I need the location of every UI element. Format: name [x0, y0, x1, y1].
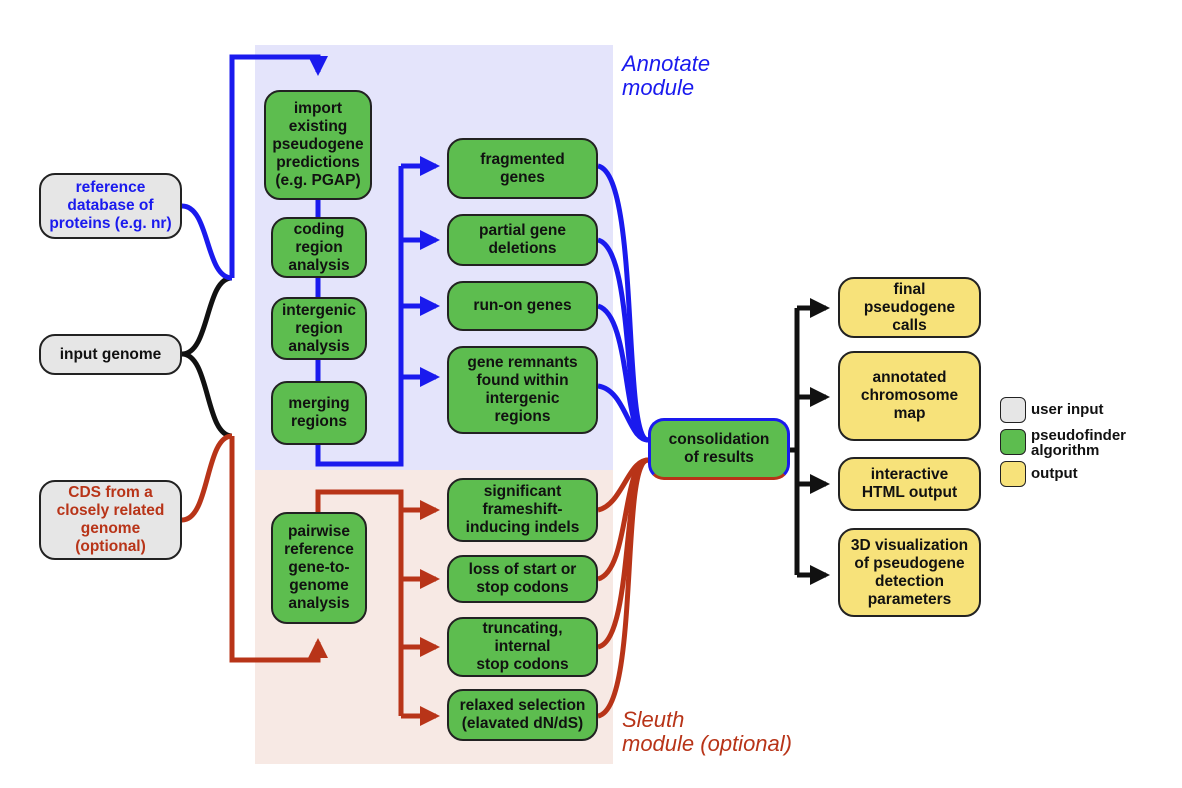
legend-algorithm-label: pseudofinder algorithm: [1031, 427, 1127, 459]
import-existing-predictions-step: import existing pseudogene predictions (…: [264, 90, 372, 200]
frameshift-indels-result: significant frameshift- inducing indels: [447, 478, 598, 542]
final-pseudogene-calls-output: final pseudogene calls: [838, 277, 981, 338]
relaxed-selection-result: relaxed selection (elavated dN/dS): [447, 689, 598, 741]
legend-algorithm-swatch: [1000, 429, 1026, 455]
sleuth-connectors: [181, 433, 650, 726]
sleuth-module-title: Sleuth module (optional): [622, 707, 792, 756]
truncating-stop-codons-result: truncating, internal stop codons: [447, 617, 598, 677]
interactive-html-output: interactive HTML output: [838, 457, 981, 511]
intergenic-region-analysis-step: intergenic region analysis: [271, 297, 367, 360]
annotated-chromosome-map-output: annotated chromosome map: [838, 351, 981, 441]
legend-user-input-label: user input: [1031, 401, 1104, 418]
input-genome-connectors: [181, 275, 233, 439]
partial-gene-deletions-result: partial gene deletions: [447, 214, 598, 266]
annotate-module-title: Annotate module: [622, 51, 711, 100]
coding-region-analysis-step: coding region analysis: [271, 217, 367, 278]
fragmented-genes-result: fragmented genes: [447, 138, 598, 199]
merging-regions-step: merging regions: [271, 381, 367, 445]
pairwise-gene-to-genome-step: pairwise reference gene-to- genome analy…: [271, 512, 367, 624]
reference-database-input: reference database of proteins (e.g. nr): [39, 173, 182, 239]
loss-of-start-stop-result: loss of start or stop codons: [447, 555, 598, 603]
legend-output-swatch: [1000, 461, 1026, 487]
consolidation-of-results: consolidation of results: [648, 418, 790, 480]
3d-visualization-output: 3D visualization of pseudogene detection…: [838, 528, 981, 617]
legend-output-label: output: [1031, 465, 1078, 482]
input-genome-input: input genome: [39, 334, 182, 375]
output-connectors: [790, 298, 830, 585]
run-on-genes-result: run-on genes: [447, 281, 598, 331]
legend-user-input-swatch: [1000, 397, 1026, 423]
gene-remnants-result: gene remnants found within intergenic re…: [447, 346, 598, 434]
annotate-connectors: [181, 54, 650, 467]
cds-reference-input: CDS from a closely related genome (optio…: [39, 480, 182, 560]
